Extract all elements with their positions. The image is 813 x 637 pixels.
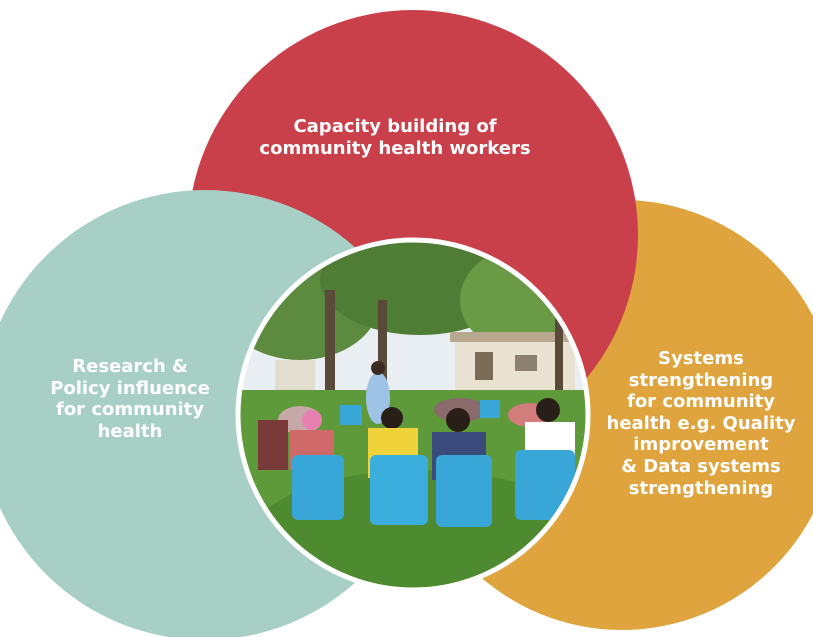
research-policy-label: Research & Policy influence for communit… — [50, 356, 210, 442]
systems-strengthening-label: Systems strengthening for community heal… — [606, 348, 796, 499]
capacity-building-label: Capacity building of community health wo… — [259, 116, 531, 159]
